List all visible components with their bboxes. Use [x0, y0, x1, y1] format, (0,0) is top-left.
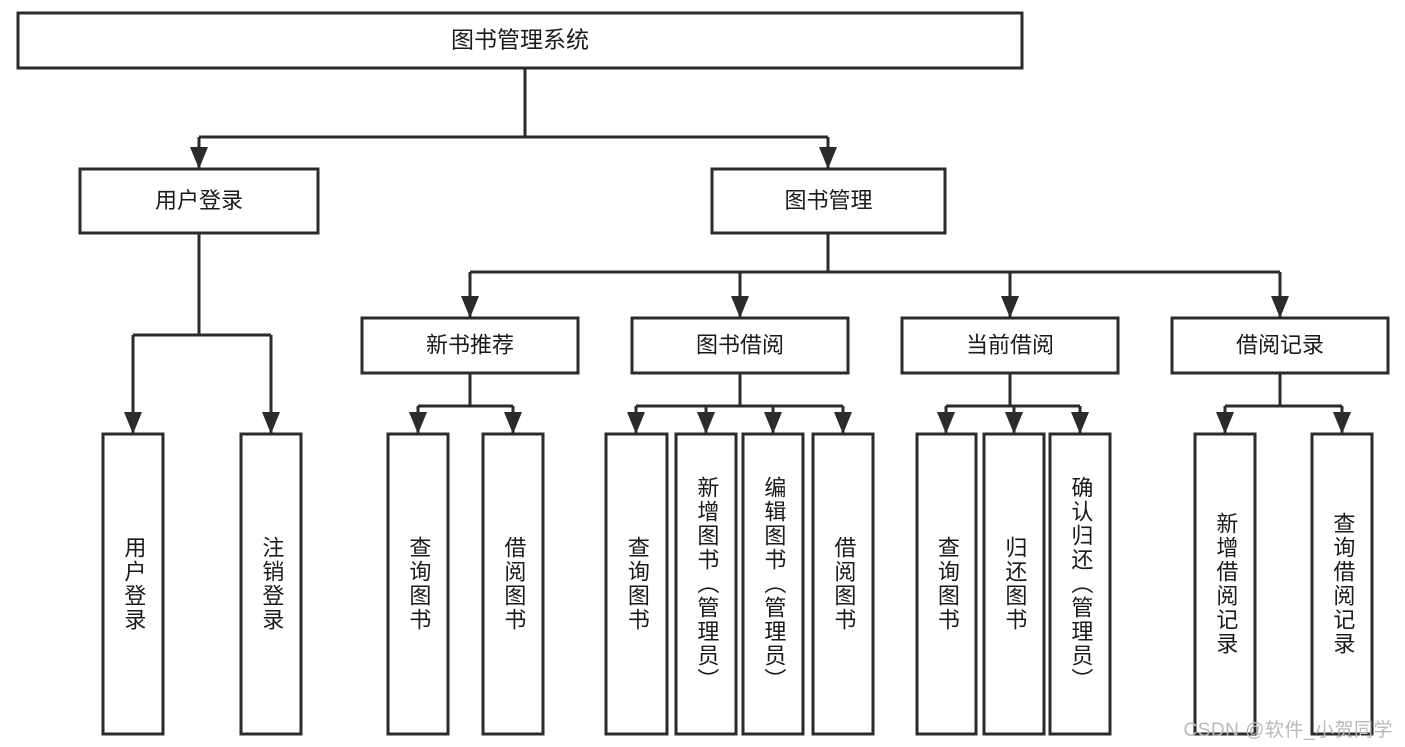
node-label-book-borrow: 图书借阅: [696, 332, 784, 357]
node-box-leaf-query-book-current: [915, 432, 978, 736]
connector-layer: [124, 68, 1351, 434]
arrow-head-icon: [1005, 412, 1023, 434]
node-box-leaf-borrow-book-recommend: [481, 432, 545, 736]
arrow-head-icon: [190, 147, 208, 169]
connector-root-to-level2: [197, 68, 830, 169]
connector-user-login-to-leaves: [131, 233, 273, 434]
node-label-new-book-recommend: 新书推荐: [426, 332, 514, 357]
arrow-head-icon: [124, 412, 142, 434]
node-box-book-borrow: [630, 316, 850, 375]
arrow-head-icon: [1333, 412, 1351, 434]
box-layer: [16, 11, 1390, 736]
node-box-book-management: [710, 167, 947, 235]
node-box-leaf-query-book-recommend: [386, 432, 450, 736]
node-box-leaf-user-login: [101, 432, 165, 736]
arrow-head-icon: [937, 412, 955, 434]
node-box-leaf-query-borrow-record: [1310, 432, 1374, 736]
node-label-root: 图书管理系统: [451, 27, 589, 53]
connector-borrow-record-to-leaves: [1223, 373, 1344, 434]
node-label-book-management: 图书管理: [784, 188, 872, 213]
arrow-head-icon: [1271, 296, 1289, 318]
arrow-head-icon: [262, 412, 280, 434]
connector-book-management-to-level3: [468, 233, 1282, 318]
node-box-leaf-add-book-admin: [674, 432, 738, 736]
arrow-head-icon: [1071, 412, 1089, 434]
arrow-head-icon: [764, 412, 782, 434]
node-box-leaf-return-book: [982, 432, 1046, 736]
arrow-head-icon: [409, 412, 427, 434]
node-box-leaf-edit-book-admin: [741, 432, 805, 736]
node-box-leaf-confirm-return-admin: [1048, 432, 1112, 736]
node-box-leaf-query-book-borrow: [604, 432, 669, 736]
arrow-head-icon: [461, 296, 479, 318]
arrow-head-icon: [1001, 296, 1019, 318]
node-box-leaf-add-borrow-record: [1193, 432, 1257, 736]
node-box-leaf-borrow-book: [811, 432, 875, 736]
connector-book-borrow-to-leaves: [634, 373, 845, 434]
node-label-user-login: 用户登录: [155, 188, 243, 213]
node-label-borrow-record: 借阅记录: [1236, 332, 1324, 357]
arrow-head-icon: [504, 412, 522, 434]
arrow-head-icon: [819, 147, 837, 169]
watermark-text: CSDN @软件_小贺同学: [1183, 720, 1393, 741]
node-label-current-borrow: 当前借阅: [966, 332, 1054, 357]
node-box-new-book-recommend: [360, 316, 580, 375]
node-box-borrow-record: [1170, 316, 1390, 375]
node-box-leaf-user-logout: [239, 432, 303, 736]
arrow-head-icon: [731, 296, 749, 318]
arrow-head-icon: [697, 412, 715, 434]
node-box-root: [16, 11, 1024, 70]
connector-new-book-recommend-to-leaves: [416, 373, 515, 434]
arrow-head-icon: [627, 412, 645, 434]
arrow-head-icon: [1216, 412, 1234, 434]
arrow-head-icon: [834, 412, 852, 434]
node-box-current-borrow: [900, 316, 1120, 375]
node-box-user-login: [78, 167, 320, 235]
